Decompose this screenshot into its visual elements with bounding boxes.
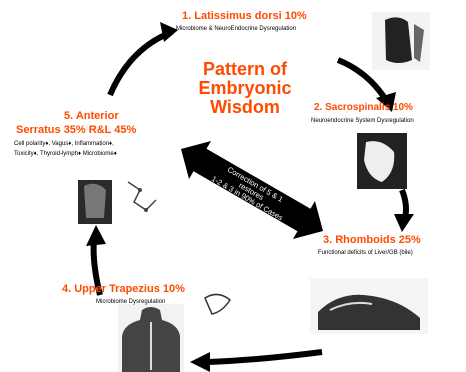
molecule-sketch <box>127 181 157 212</box>
title-line3: Wisdom <box>210 97 280 117</box>
trapezius-figure <box>118 304 184 372</box>
cycle-arrow-5-to-1 <box>107 22 178 97</box>
node-2-heading: 2. Sacrospinalis 10% <box>314 102 413 113</box>
node-4-detail: Microbiome Dysregulation <box>96 299 166 305</box>
node-3-detail: Functional deficits of Liver/GB (bile) <box>318 250 413 256</box>
node-1-detail: Microbiome & NeuroEndocrine Dysregulatio… <box>176 26 297 32</box>
title-line1: Pattern of <box>202 59 287 79</box>
diagram-title: Pattern of Embryonic Wisdom <box>186 60 304 117</box>
node-5-heading-line1: 5. Anterior <box>64 110 119 122</box>
node-5-detail-line2: Toxicity♦, Thyroid-lymph♦ Microbiome♦ <box>14 151 117 157</box>
node-4-heading: 4. Upper Trapezius 10% <box>62 283 185 295</box>
node-5-heading-line2: Serratus 35% R&L 45% <box>16 124 137 136</box>
shoulder-muscle-figure <box>310 278 428 334</box>
back-muscle-figure <box>372 12 430 70</box>
node-1-heading: 1. Latissimus dorsi 10% <box>182 10 307 22</box>
node-2-detail: Neuroendocrine System Dysregulation <box>311 118 414 124</box>
serratus-figure <box>78 180 112 224</box>
cycle-arrow-1-to-2 <box>336 57 396 112</box>
cycle-arrow-2-to-3 <box>394 188 414 232</box>
cycle-arrow-4-to-5 <box>86 225 106 296</box>
spinal-muscle-figure <box>357 133 407 189</box>
arm-sketch-figure <box>204 293 231 315</box>
center-double-arrow: Correction of 5 & 1 restores 1-2 & 3 in … <box>180 140 324 240</box>
node-3-heading: 3. Rhomboids 25% <box>323 234 421 246</box>
title-line2: Embryonic <box>198 78 292 98</box>
node-5-detail-line1: Cell polarity♦, Vagus♦, Inflammation♦, <box>14 141 114 147</box>
cycle-arrow-3-to-4 <box>190 349 323 372</box>
